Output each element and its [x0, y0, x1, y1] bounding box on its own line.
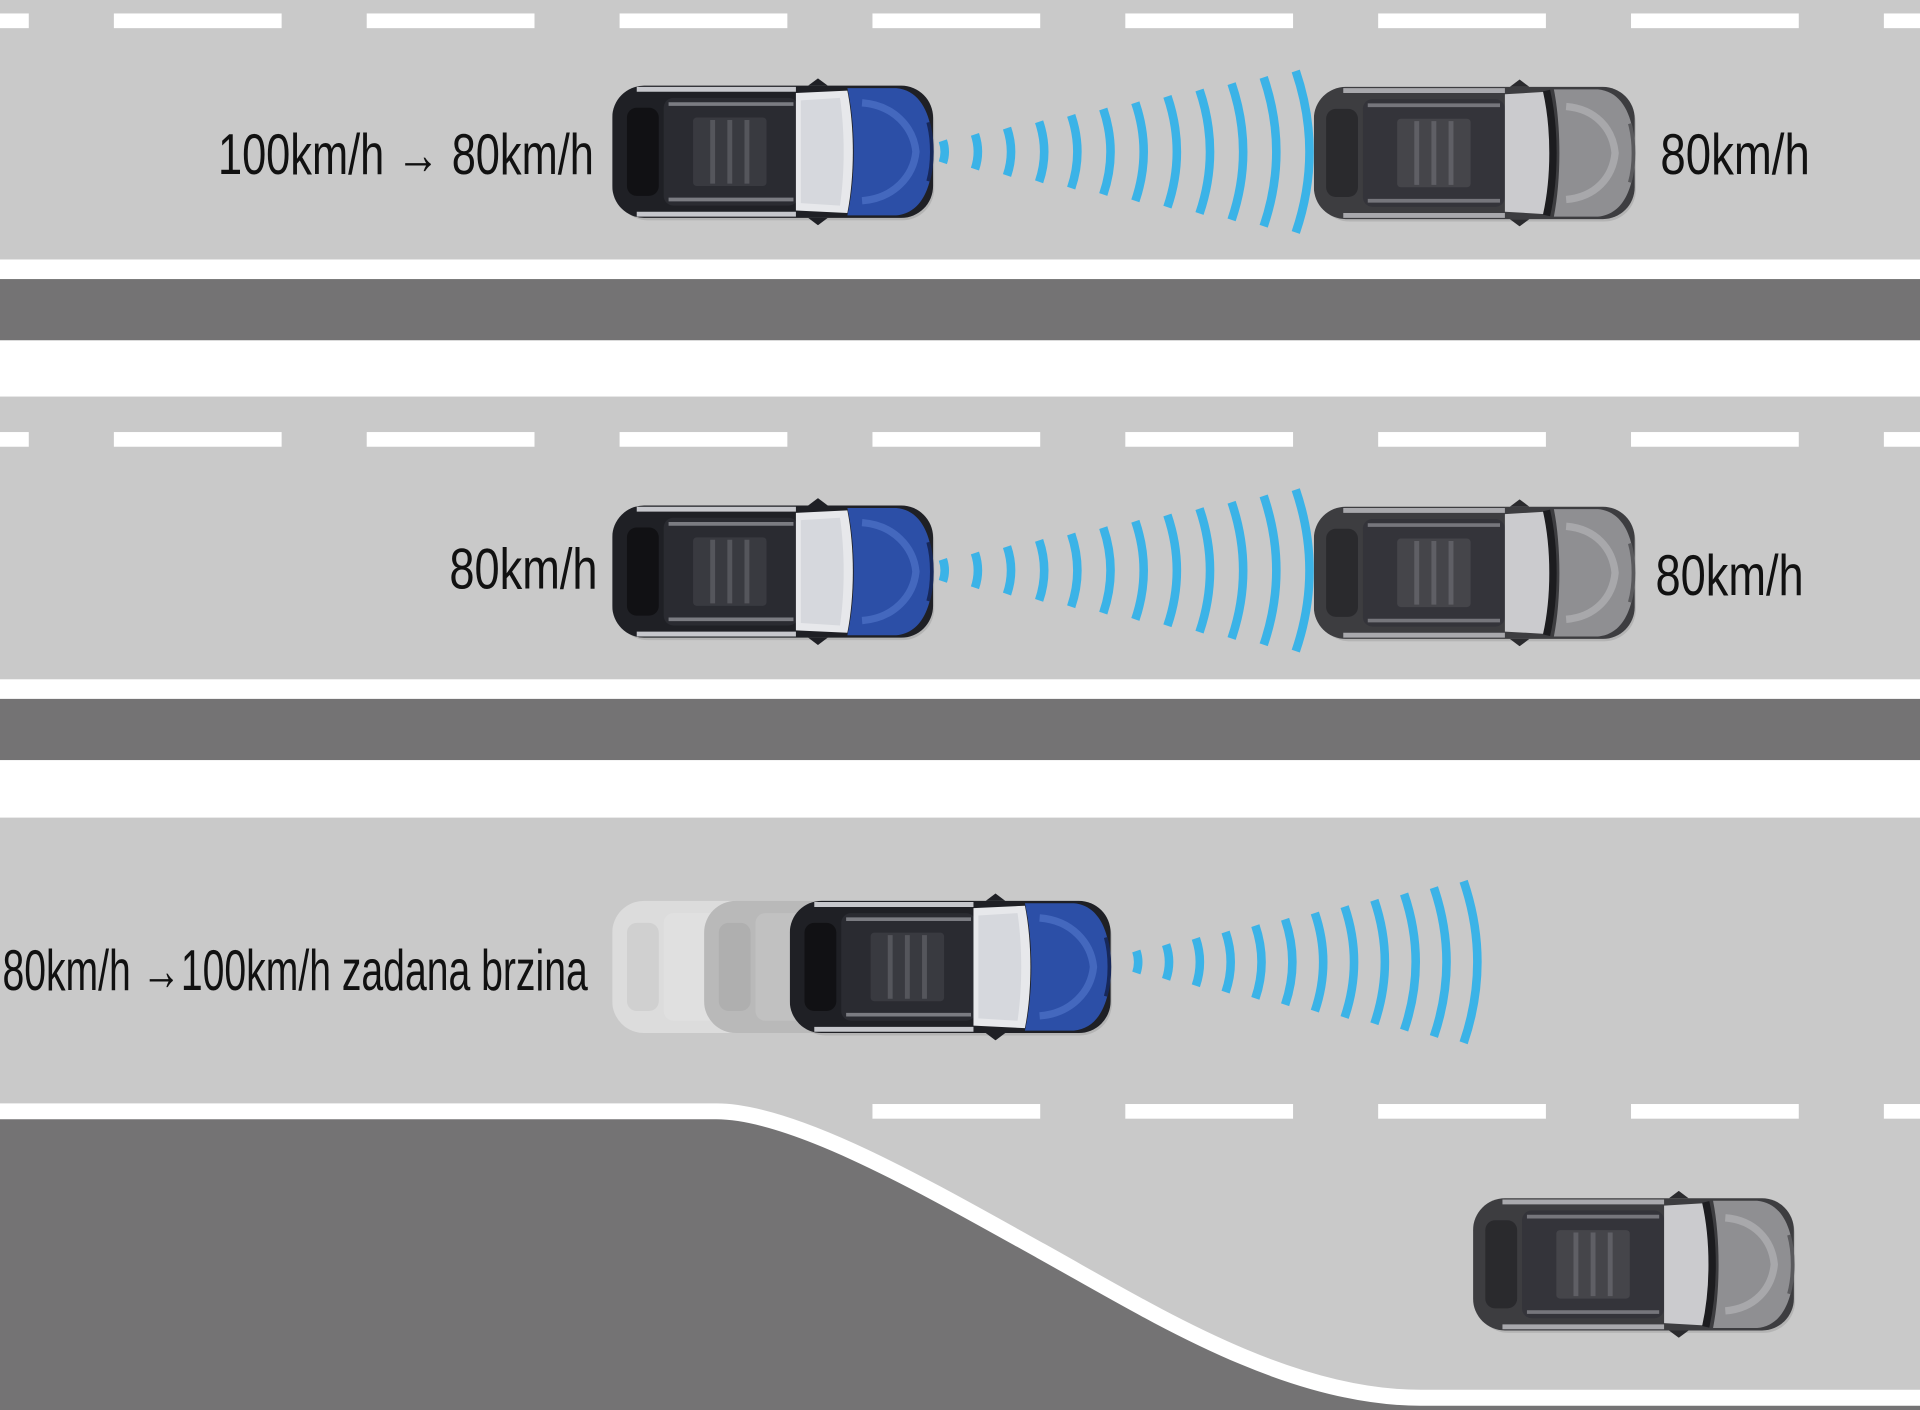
lane-dash	[1631, 432, 1799, 447]
radar-wave-icon	[1227, 500, 1248, 640]
radar-wave-icon	[1161, 943, 1174, 981]
lane-dash	[113, 432, 282, 447]
radar-wave-icon	[1131, 519, 1148, 621]
radar-wave-icon	[1259, 75, 1281, 228]
lane-dash	[1125, 432, 1294, 447]
lane-dash	[872, 432, 1041, 447]
radar-wave-icon	[1251, 924, 1266, 1000]
radar-wave-icon	[970, 133, 983, 171]
lane-dash	[1378, 432, 1546, 447]
radar-wave-icon	[1227, 82, 1248, 222]
radar-wave-icon	[1429, 886, 1451, 1038]
radar-wave-icon	[1163, 513, 1182, 628]
lane-dash	[113, 13, 282, 29]
road-shoulder	[0, 1118, 1920, 1410]
radar-wave-icon	[938, 557, 950, 583]
radar-wave-icon	[1067, 114, 1082, 190]
radar-wave-icon	[1195, 507, 1215, 634]
scene-2-following: 80km/h 80km/h	[0, 396, 1920, 761]
exiting-car	[1473, 1191, 1795, 1338]
radar-wave-icon	[1259, 494, 1281, 647]
lane-dash	[1631, 13, 1799, 29]
ego-speed-label: 100km/h → 80km/h	[218, 123, 594, 187]
lane-dash	[872, 13, 1041, 29]
median-strip	[0, 698, 1920, 761]
ego-car	[612, 498, 934, 645]
ego-speed-label: 80km/h	[449, 538, 597, 602]
exit-lane-edge-line	[0, 1103, 1920, 1406]
radar-wave-icon	[970, 551, 983, 590]
radar-wave-icon	[1310, 911, 1328, 1013]
radar-wave-icon	[1035, 120, 1049, 184]
radar-wave-icon	[938, 139, 950, 165]
lane-dash	[619, 432, 788, 447]
radar-wave-icon	[1131, 101, 1148, 203]
lane-dash	[1631, 1104, 1799, 1119]
lane-dash	[0, 432, 29, 447]
radar-wave-icon	[1163, 94, 1182, 209]
radar-wave-icon	[1099, 526, 1115, 615]
lane-dash	[366, 432, 535, 447]
lane-dash	[1883, 13, 1920, 29]
speed-change-label: 80km/h →100km/h zadana brzina	[2, 939, 587, 1003]
ego-car	[612, 78, 934, 225]
radar-wave-icon	[1002, 126, 1016, 177]
radar-wave-icon	[1281, 917, 1297, 1007]
lead-car	[1314, 499, 1636, 646]
lead-speed-label: 80km/h	[1656, 544, 1804, 608]
scene-1-deceleration: 100km/h → 80km/h 80km/h	[0, 0, 1920, 341]
radar-wave-icon	[1400, 892, 1420, 1032]
lane-markings	[872, 1104, 1920, 1119]
lane-dash	[619, 13, 788, 29]
radar-wave-icon	[1221, 930, 1235, 994]
lane-dash	[1378, 13, 1546, 29]
lane-markings	[0, 13, 1920, 29]
lane-markings	[0, 432, 1920, 447]
radar-wave-icon	[1035, 538, 1049, 602]
radar-wave-icon	[1370, 898, 1390, 1026]
lane-dash	[1883, 432, 1920, 447]
radar-wave-icon	[1195, 88, 1215, 215]
radar-wave-icon	[1099, 107, 1115, 196]
median-strip	[0, 279, 1920, 341]
radar-wave-icon	[1002, 545, 1016, 596]
radar-wave-icon	[1340, 905, 1359, 1019]
radar-wave-icon	[1067, 532, 1082, 609]
radar-wave-icon	[1291, 69, 1314, 234]
lane-dash	[366, 13, 535, 29]
radar-waves	[938, 69, 1314, 234]
lane-dash	[0, 13, 29, 29]
lane-dash	[1378, 1104, 1546, 1119]
radar-wave-icon	[1459, 879, 1482, 1045]
radar-wave-icon	[1291, 488, 1314, 653]
radar-waves	[938, 488, 1314, 653]
lead-speed-label: 80km/h	[1660, 123, 1809, 187]
ego-car	[790, 893, 1112, 1040]
scene-3-acceleration: 80km/h →100km/h zadana brzina	[0, 817, 1920, 1410]
lane-dash	[872, 1104, 1041, 1119]
radar-wave-icon	[1191, 936, 1205, 988]
lead-car	[1314, 80, 1636, 227]
radar-wave-icon	[1132, 949, 1143, 975]
lane-dash	[1883, 1104, 1920, 1119]
lane-dash	[1125, 13, 1294, 29]
lane-dash	[1125, 1104, 1294, 1119]
radar-waves	[1132, 879, 1482, 1045]
